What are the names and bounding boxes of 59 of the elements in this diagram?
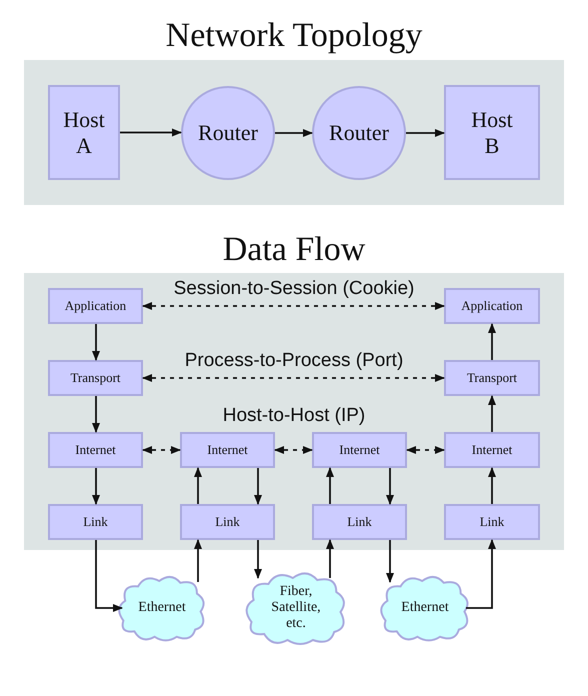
layer-box xyxy=(444,360,540,396)
section-heading: Network Topology xyxy=(166,17,422,54)
layer-box xyxy=(48,504,143,540)
layer-label: Transport xyxy=(466,370,518,386)
layer-label: Link xyxy=(480,514,504,530)
arrow xyxy=(326,539,334,578)
arrow xyxy=(386,540,394,583)
layer-label: Transport xyxy=(70,370,121,386)
arrow xyxy=(326,467,334,504)
layer-label: Internet xyxy=(472,442,512,458)
arrow xyxy=(406,129,445,137)
arrow xyxy=(488,323,496,360)
host-box xyxy=(444,85,540,180)
dashed-arrow xyxy=(142,302,445,310)
layer-label: Internet xyxy=(207,442,248,458)
layer-box xyxy=(444,288,540,324)
network-label: Ethernet xyxy=(401,600,449,616)
network-label: Ethernet xyxy=(138,600,186,616)
host-label: Host A xyxy=(62,107,106,158)
layer-box xyxy=(48,432,143,468)
layer-box xyxy=(312,504,407,540)
layer-label: Internet xyxy=(339,442,380,458)
layer-label: Link xyxy=(83,514,108,530)
arrow xyxy=(275,129,313,137)
arrow xyxy=(386,468,394,505)
layer-label: Link xyxy=(215,514,240,530)
layer-label: Application xyxy=(461,298,523,314)
network-label: Fiber, Satellite, etc. xyxy=(270,584,322,632)
layer-box xyxy=(48,360,143,396)
host-box xyxy=(48,85,120,180)
layer-box xyxy=(180,504,275,540)
layer-box xyxy=(444,432,540,468)
router-label: Router xyxy=(198,120,258,146)
dashed-arrow xyxy=(274,446,313,454)
arrow xyxy=(194,467,202,504)
layer-label: Link xyxy=(347,514,372,530)
layer-label: Application xyxy=(64,298,126,314)
arrow xyxy=(488,467,496,504)
dashed-arrow xyxy=(142,446,181,454)
arrow xyxy=(95,540,123,612)
layer-box xyxy=(444,504,540,540)
arrow xyxy=(92,468,100,505)
arrow xyxy=(254,540,262,579)
section-heading: Data Flow xyxy=(222,231,366,268)
host-label: Host B xyxy=(470,107,514,158)
arrow xyxy=(92,396,100,433)
layer-box xyxy=(48,288,143,324)
router-label: Router xyxy=(329,120,389,146)
layer-box xyxy=(312,432,407,468)
arrow xyxy=(488,395,496,432)
layer-label: Internet xyxy=(75,442,116,458)
arrow xyxy=(466,539,496,609)
layer-box xyxy=(180,432,275,468)
arrow xyxy=(120,128,182,136)
arrow xyxy=(254,468,262,505)
dashed-arrow xyxy=(406,446,445,454)
dashed-arrow xyxy=(142,374,445,382)
arrow xyxy=(194,539,202,582)
arrow xyxy=(92,324,100,361)
